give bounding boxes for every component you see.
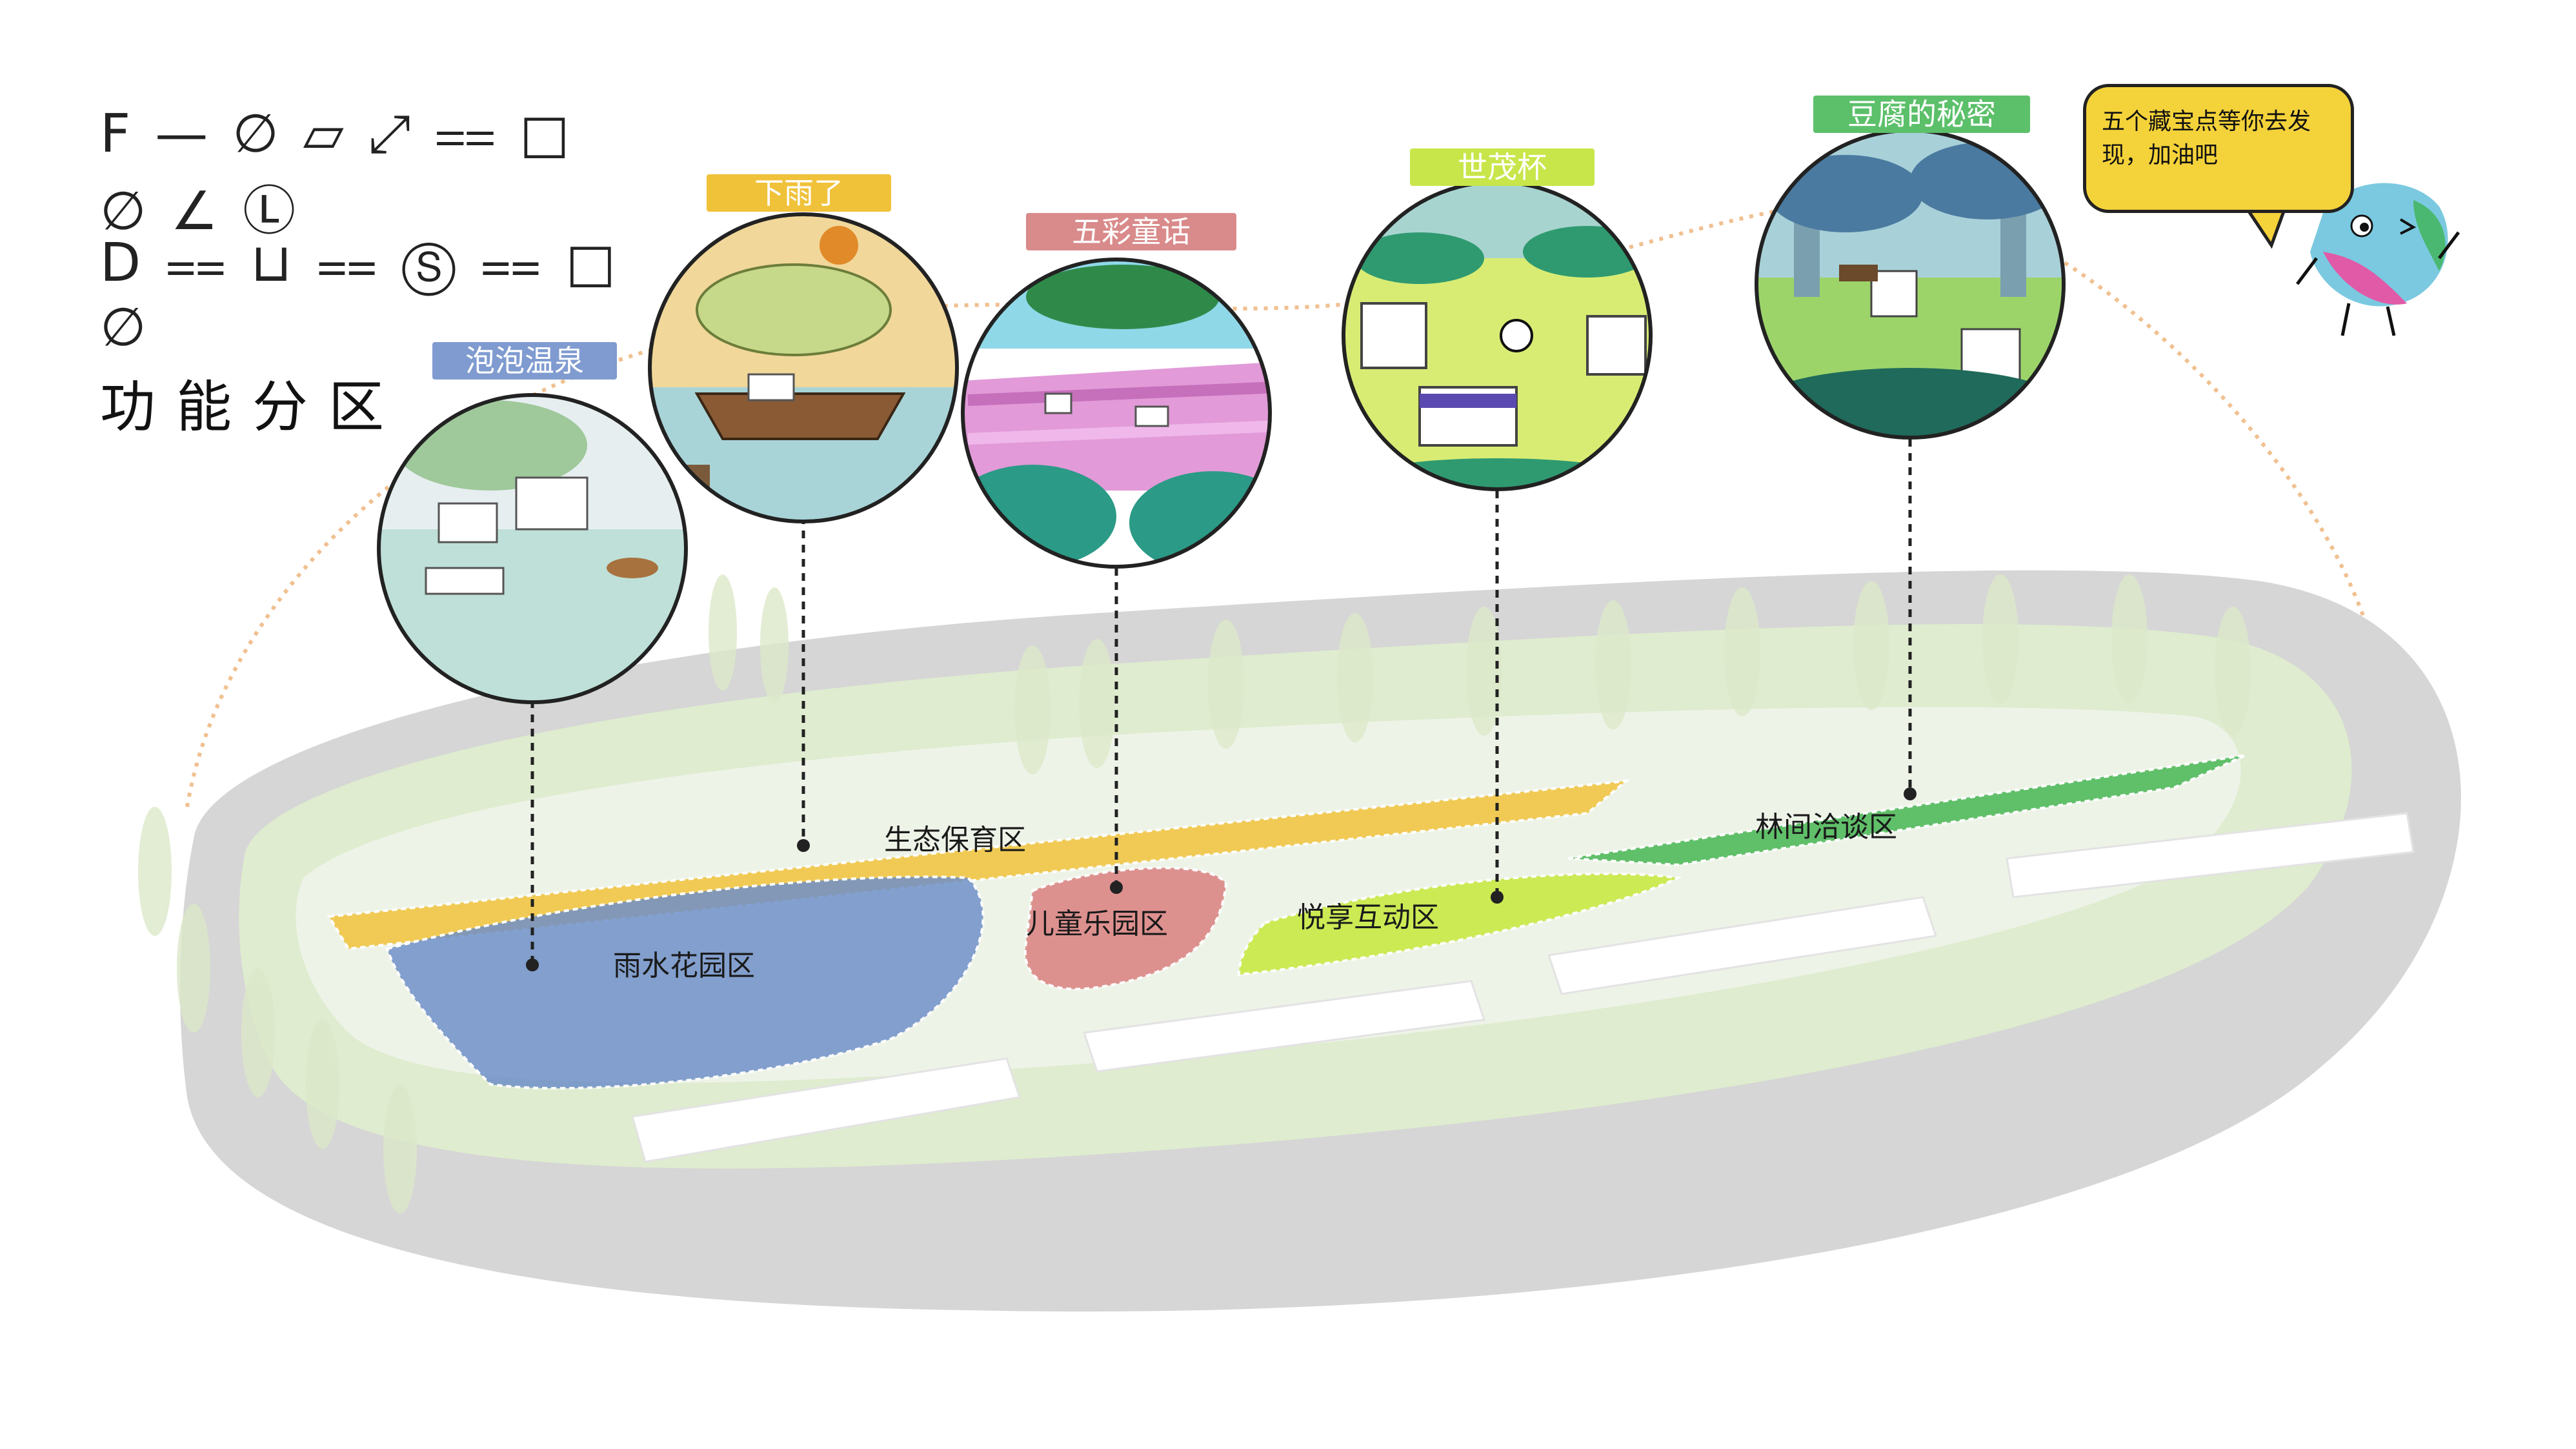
zone-forest-shape <box>1567 754 2246 867</box>
bubble-hot-spring-illustration <box>379 395 686 702</box>
zone-label-forest: 林间洽谈区 <box>1755 811 1897 844</box>
zone-label-ecology: 生态保育区 <box>884 824 1026 856</box>
zone-label-kids: 儿童乐园区 <box>1026 907 1168 940</box>
legend-row-1: F — ∅ ▱ ⤢ ⩵ □ <box>100 103 574 165</box>
bubble-label-soccer-cup: 世茂杯 <box>1410 148 1595 186</box>
bubble-rain-illustration <box>650 214 957 522</box>
legend-row-2: ∅ ∠ Ⓛ <box>100 181 300 242</box>
zone-interaction-shape <box>1237 872 1682 977</box>
mascot-character <box>2296 183 2460 336</box>
buildings <box>631 812 2415 1163</box>
page-title: 功能分区 <box>100 375 405 440</box>
bubble-fairy-tale-illustration <box>963 259 1270 567</box>
bubble-label-tofu-secret: 豆腐的秘密 <box>1813 96 2030 133</box>
legend-row-3: D ⩵ ⊔ ⩵ Ⓢ ⩵ □ <box>100 232 620 294</box>
zone-kids-shape <box>1023 866 1228 991</box>
bubble-label-fairy-tale: 五彩童话 <box>1026 213 1236 250</box>
bubble-soccer-cup-illustration <box>1343 182 1651 489</box>
bubble-tofu-secret-illustration <box>1756 130 2064 438</box>
bubble-label-rain: 下雨了 <box>707 174 891 212</box>
bubble-label-hot-spring: 泡泡温泉 <box>432 342 617 380</box>
leader-lines <box>530 439 1912 965</box>
legend-row-4: ∅ <box>100 297 150 358</box>
leader-dots <box>526 787 1917 971</box>
background-trees <box>138 574 2251 1213</box>
zone-rain-garden-shape <box>385 875 985 1090</box>
zone-label-interaction: 悦享互动区 <box>1297 901 1439 934</box>
zone-label-rain-garden: 雨水花园区 <box>613 949 755 982</box>
speech-bubble: 五个藏宝点等你去发现，加油吧 <box>2083 84 2354 213</box>
